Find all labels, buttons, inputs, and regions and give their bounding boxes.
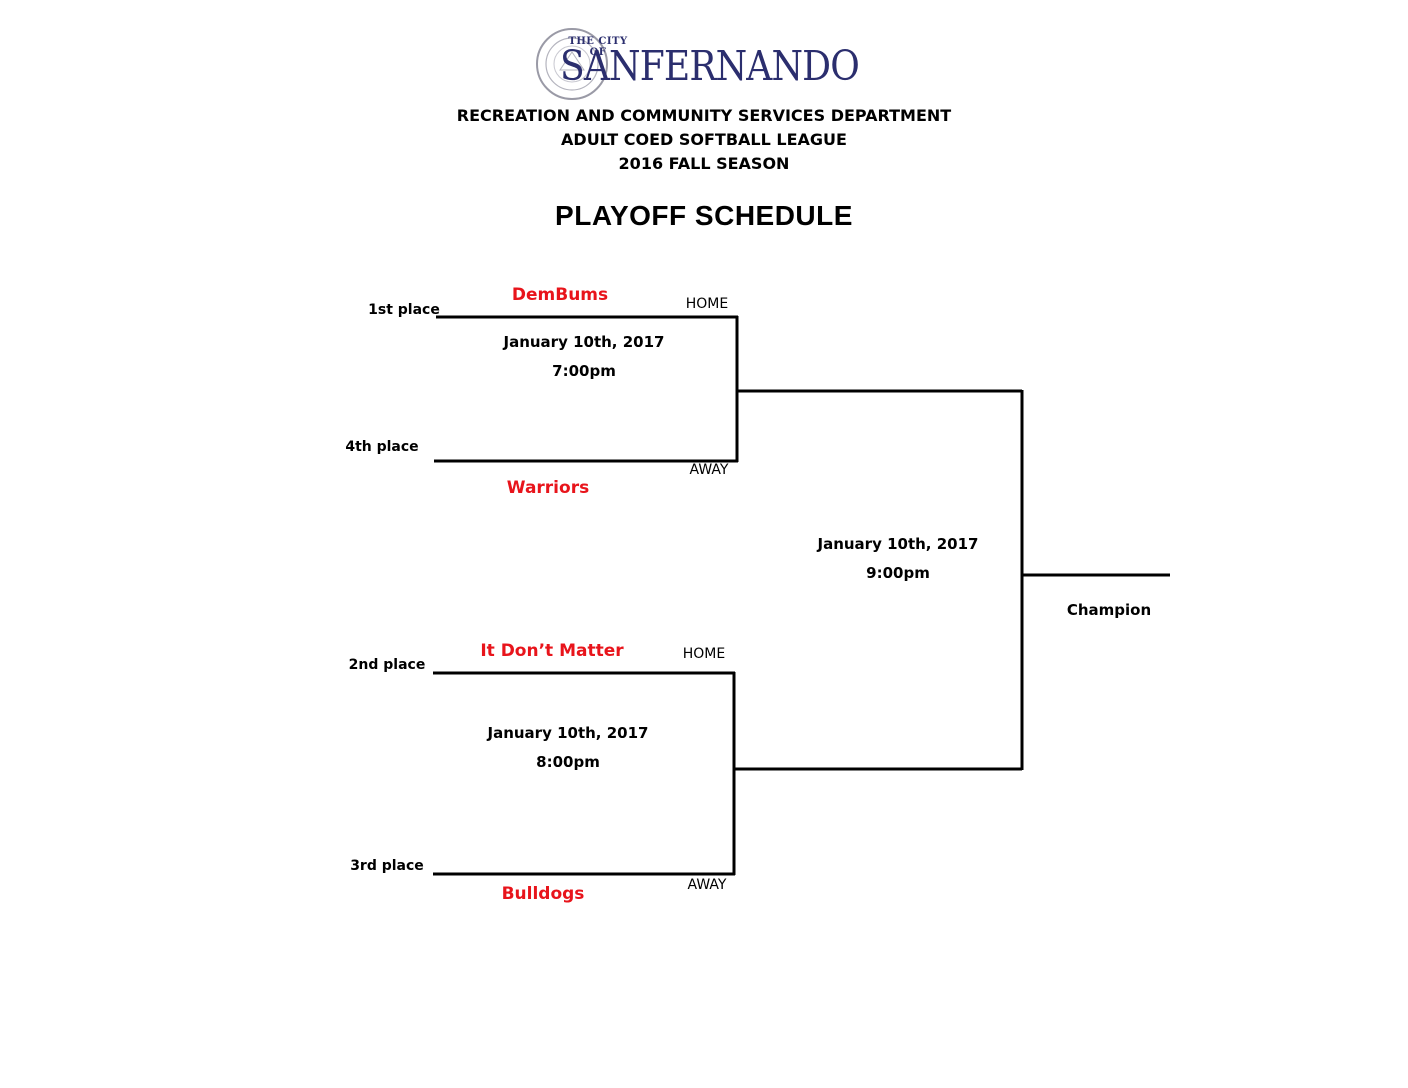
- game2-away-team: Bulldogs: [501, 884, 585, 904]
- season-name: 2016 FALL SEASON: [618, 154, 790, 173]
- city-seal-icon: [536, 28, 608, 100]
- game1-home-team: DemBums: [511, 285, 609, 305]
- game1-away-seed: 4th place: [345, 439, 419, 455]
- game1-away-team: Warriors: [506, 478, 590, 498]
- league-name: ADULT COED SOFTBALL LEAGUE: [561, 130, 847, 149]
- game1-away-label: AWAY: [689, 462, 729, 478]
- game1-home-seed: 1st place: [368, 302, 440, 318]
- game1-home-label: HOME: [685, 296, 729, 312]
- game2-away-seed: 3rd place: [350, 858, 424, 874]
- logo-big-text: SANFERNANDO: [560, 42, 860, 90]
- champion-label: Champion: [1066, 601, 1152, 619]
- game2-away-label: AWAY: [687, 877, 727, 893]
- game2-home-label: HOME: [682, 646, 726, 662]
- game1-time: 7:00pm: [552, 362, 616, 380]
- logo-small-text: THE CITY OF: [568, 36, 628, 58]
- game2-home-team: It Don’t Matter: [480, 641, 624, 661]
- game2-time: 8:00pm: [536, 753, 600, 771]
- page-title: PLAYOFF SCHEDULE: [555, 200, 853, 231]
- final-date: January 10th, 2017: [817, 535, 979, 553]
- game1-date: January 10th, 2017: [503, 333, 665, 351]
- game2-home-seed: 2nd place: [348, 657, 426, 673]
- department-name: RECREATION AND COMMUNITY SERVICES DEPART…: [456, 106, 952, 125]
- city-logo: THE CITY OF SANFERNANDO: [532, 24, 860, 104]
- final-time: 9:00pm: [866, 564, 930, 582]
- game2-date: January 10th, 2017: [487, 724, 649, 742]
